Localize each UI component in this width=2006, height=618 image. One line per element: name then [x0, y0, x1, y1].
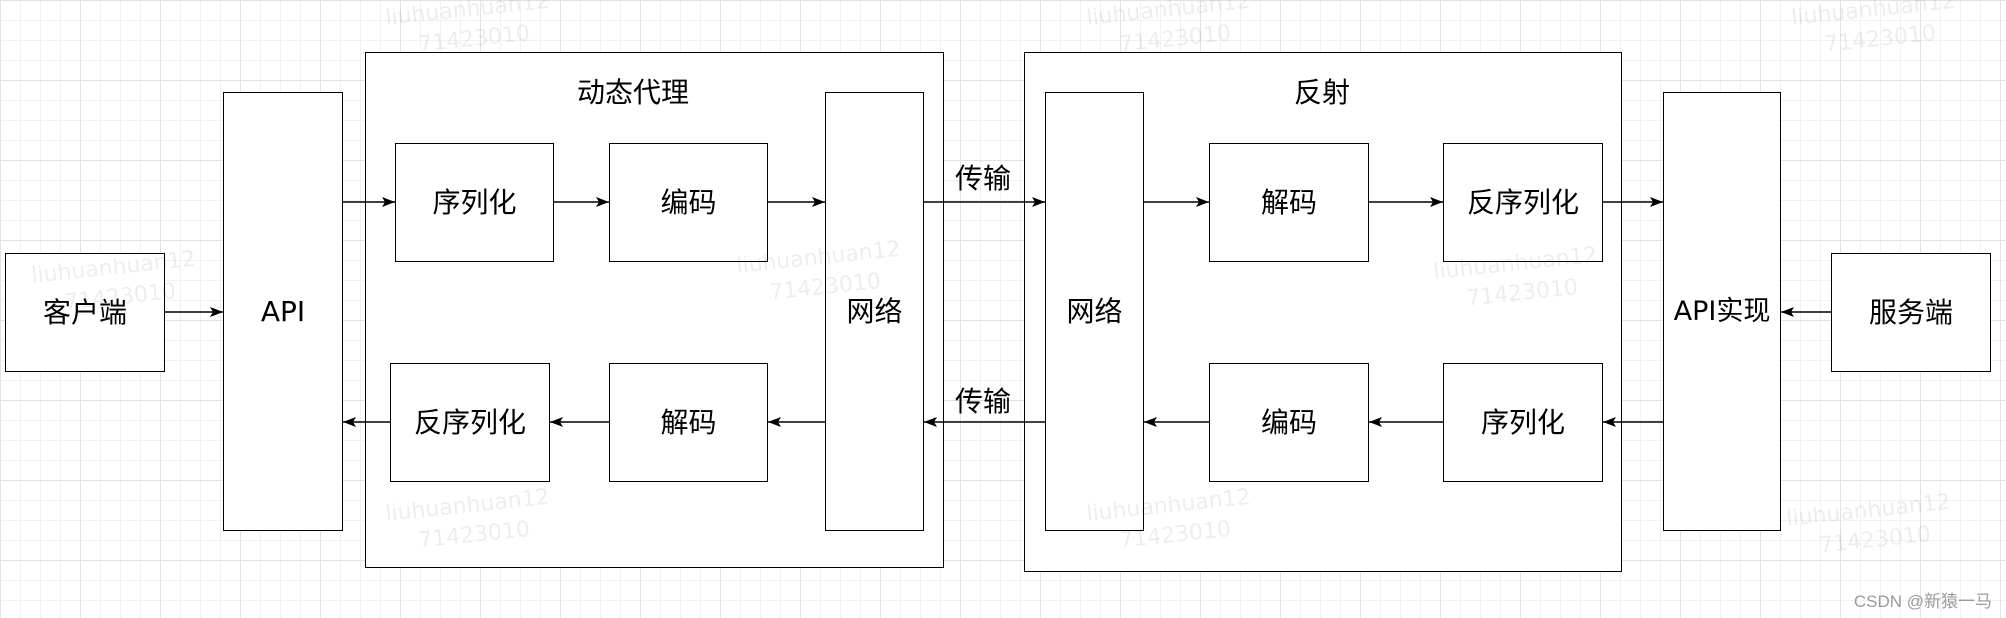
reflection-serialize-label: 序列化	[1480, 405, 1565, 439]
proxy-network-node: 网络	[825, 92, 924, 531]
reflection-network-node: 网络	[1045, 92, 1144, 531]
reflection-deserialize-label: 反序列化	[1466, 185, 1579, 219]
proxy-decode-label: 解码	[660, 405, 717, 439]
api-impl-label: API实现	[1673, 295, 1771, 327]
watermark-id: 71423010	[1818, 521, 1933, 559]
proxy-deserialize-label: 反序列化	[413, 405, 526, 439]
reflection-deserialize-node: 反序列化	[1443, 143, 1603, 262]
proxy-decode-node: 解码	[609, 363, 768, 482]
reflection-decode-label: 解码	[1260, 185, 1317, 219]
proxy-serialize-label: 序列化	[432, 185, 517, 219]
watermark-name: liuhuanhuan12	[1085, 0, 1252, 31]
reflection-decode-node: 解码	[1209, 143, 1369, 262]
proxy-encode-node: 编码	[609, 143, 768, 262]
dynamic-proxy-title: 动态代理	[576, 76, 689, 109]
api-node: API	[223, 92, 343, 531]
watermark-id: 71423010	[1823, 20, 1938, 58]
reflection-encode-node: 编码	[1209, 363, 1369, 482]
server-node: 服务端	[1831, 253, 1991, 372]
server-label: 服务端	[1868, 295, 1953, 329]
client-label: 客户端	[42, 295, 127, 329]
api-impl-node: API实现	[1663, 92, 1781, 531]
transport-request-label: 传输	[954, 162, 1011, 195]
proxy-deserialize-node: 反序列化	[390, 363, 550, 482]
watermark-name: liuhuanhuan12	[1790, 0, 1957, 31]
watermark-text: liuhuanhuan12 71423010	[1790, 0, 1960, 64]
api-label: API	[260, 294, 306, 328]
reflection-title: 反射	[1293, 76, 1350, 109]
watermark-name: liuhuanhuan12	[1785, 489, 1952, 532]
reflection-serialize-node: 序列化	[1443, 363, 1603, 482]
proxy-encode-label: 编码	[660, 185, 717, 219]
proxy-network-label: 网络	[846, 294, 903, 328]
client-node: 客户端	[5, 253, 165, 372]
reflection-encode-label: 编码	[1260, 405, 1317, 439]
source-credit: CSDN @新猿一马	[1853, 592, 1992, 611]
watermark-name: liuhuanhuan12	[384, 0, 551, 31]
transport-response-label: 传输	[954, 385, 1011, 418]
proxy-serialize-node: 序列化	[395, 143, 554, 262]
watermark-text: liuhuanhuan12 71423010	[1785, 488, 1955, 565]
reflection-network-label: 网络	[1066, 294, 1123, 328]
